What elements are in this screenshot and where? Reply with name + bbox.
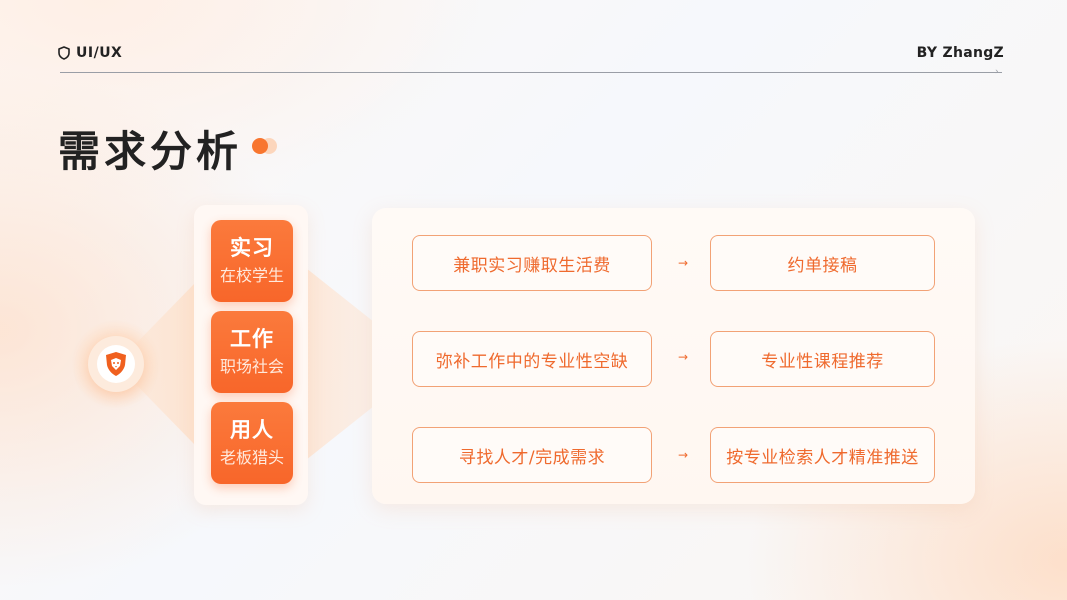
solution-box: 约单接稿 <box>710 235 935 291</box>
arrow-right-icon: → <box>677 448 689 462</box>
category-title: 用人 <box>230 418 274 442</box>
need-box: 兼职实习赚取生活费 <box>412 235 652 291</box>
author-label: BY ZhangZ <box>916 45 1004 61</box>
header-logo-label: UI/UX <box>76 45 123 61</box>
category-subtitle: 在校学生 <box>219 266 284 285</box>
category-tag-internship: 实习 在校学生 <box>211 220 293 302</box>
lion-shield-icon <box>106 352 126 376</box>
solution-box: 专业性课程推荐 <box>710 331 935 387</box>
shield-icon <box>58 46 70 60</box>
arrow-right-icon: → <box>677 256 689 270</box>
title-dots-icon <box>252 138 277 154</box>
category-tag-work: 工作 职场社会 <box>211 311 293 393</box>
hub-badge <box>88 336 144 392</box>
need-box: 寻找人才/完成需求 <box>412 427 652 483</box>
category-title: 实习 <box>230 236 274 260</box>
header-divider <box>60 72 1002 73</box>
category-subtitle: 老板猎头 <box>219 448 284 467</box>
page-title: 需求分析 <box>58 127 243 176</box>
header-divider-arrow-icon: › <box>995 67 999 77</box>
header-logo: UI/UX <box>58 45 122 61</box>
arrow-right-icon: → <box>677 350 689 364</box>
category-title: 工作 <box>230 327 274 351</box>
category-subtitle: 职场社会 <box>219 357 284 376</box>
solution-box: 按专业检索人才精准推送 <box>710 427 935 483</box>
need-box: 弥补工作中的专业性空缺 <box>412 331 652 387</box>
category-tag-hiring: 用人 老板猎头 <box>211 402 293 484</box>
